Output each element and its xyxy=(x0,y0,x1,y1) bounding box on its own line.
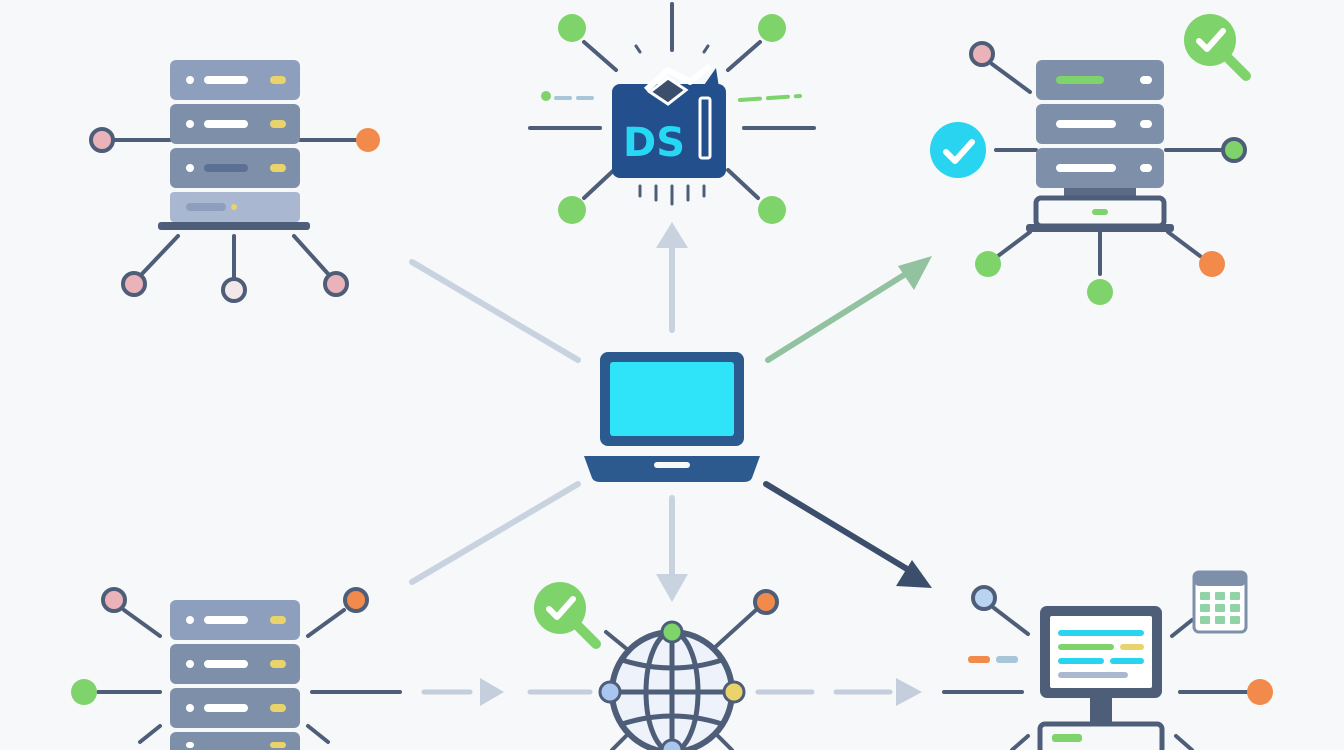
node-orange xyxy=(1199,251,1225,277)
server-rack-icon xyxy=(170,600,300,750)
connector-laptop-to-bottom-left-server xyxy=(409,481,581,585)
arrowhead-to-monitor xyxy=(896,560,932,588)
arrowhead-to-logo xyxy=(656,222,688,248)
server-top-right xyxy=(930,14,1251,305)
calendar-grid-icon xyxy=(1192,570,1248,634)
workstation-bottom-right xyxy=(942,570,1273,750)
node-pink xyxy=(323,271,349,297)
node-green xyxy=(758,196,786,224)
server-top-left xyxy=(89,60,380,303)
server-rack-icon xyxy=(1026,60,1174,232)
connector-laptop-to-top-left-server xyxy=(409,259,581,363)
node-pink xyxy=(121,271,147,297)
ds-logo: DS xyxy=(612,63,726,178)
globe-hub xyxy=(534,582,779,750)
node-green xyxy=(975,251,1001,277)
connector-laptop-to-top-right-server xyxy=(765,267,915,363)
node-green xyxy=(558,196,586,224)
node-orange xyxy=(356,128,380,152)
node-green xyxy=(1087,279,1113,305)
laptop-icon xyxy=(584,352,760,482)
node-pink xyxy=(221,277,247,303)
node-orange xyxy=(343,587,369,613)
arrowhead-to-globe xyxy=(656,574,688,602)
globe-network-icon xyxy=(598,620,746,750)
checkmark-badge-icon xyxy=(930,122,986,178)
node-orange xyxy=(753,589,779,615)
connector-laptop-to-monitor xyxy=(763,481,915,575)
node-orange xyxy=(1247,679,1273,705)
desktop-monitor-icon xyxy=(1037,606,1165,750)
dashed-connector-globe-to-monitor xyxy=(755,678,922,706)
node-green xyxy=(1221,137,1247,163)
server-bottom-left xyxy=(71,587,402,750)
checkmark-badge-icon xyxy=(1184,14,1251,81)
dashed-connector-server-to-globe xyxy=(421,678,593,706)
logo-hub: DS xyxy=(528,2,816,224)
node-pink xyxy=(89,127,115,153)
node-pink xyxy=(101,587,127,613)
logo-text: DS xyxy=(623,120,685,166)
server-rack-icon xyxy=(158,60,310,230)
node-green xyxy=(758,14,786,42)
arrowhead-to-top-right-server xyxy=(898,256,932,290)
node-green xyxy=(71,679,97,705)
checkmark-badge-icon xyxy=(534,582,601,649)
connectors xyxy=(409,222,932,602)
node-blue xyxy=(971,585,997,611)
node-green xyxy=(558,14,586,42)
node-pink xyxy=(969,41,995,67)
